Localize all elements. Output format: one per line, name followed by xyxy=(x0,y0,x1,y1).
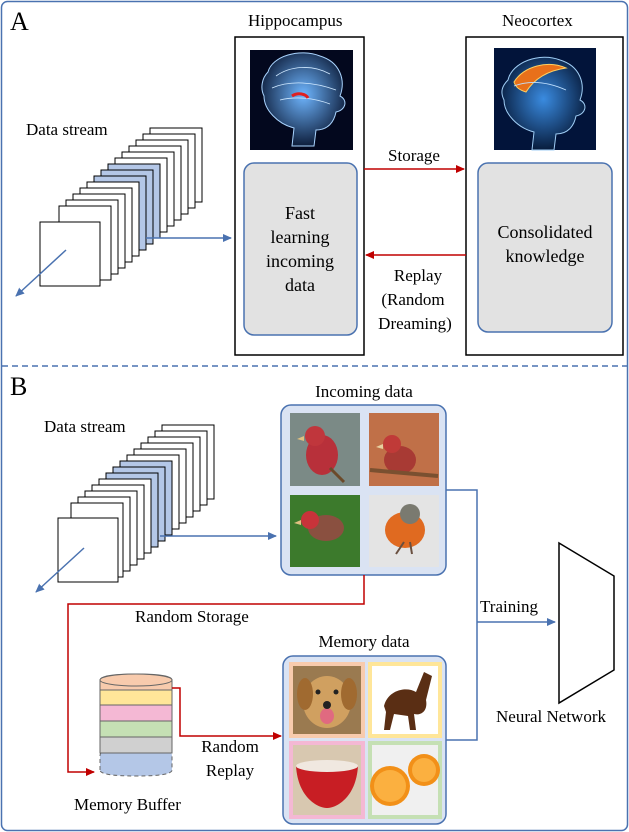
random-replay-line-1: Random xyxy=(201,737,259,756)
red-finch-photo-1 xyxy=(290,413,360,486)
stream-out-arrow-b xyxy=(35,547,85,593)
memory-buffer-label: Memory Buffer xyxy=(74,795,181,814)
memory-buffer-stack xyxy=(99,673,173,777)
neural-network-label: Neural Network xyxy=(496,707,606,726)
incoming-data-title: Incoming data xyxy=(315,382,413,401)
consolidated-box xyxy=(477,162,613,333)
fast-learning-line-1: Fast xyxy=(285,203,315,223)
data-stream-label-a: Data stream xyxy=(26,120,108,139)
random-storage-label: Random Storage xyxy=(135,607,249,626)
fast-learning-line-3: incoming xyxy=(266,251,334,271)
replay-line-2: (Random xyxy=(381,290,444,309)
hippocampus-title: Hippocampus xyxy=(248,11,342,30)
data-stream-stack-a xyxy=(39,127,203,287)
training-merge-line xyxy=(446,489,478,741)
fast-learning-line-4: data xyxy=(285,275,315,295)
robin-photo xyxy=(369,495,439,567)
replay-line-3: Dreaming) xyxy=(378,314,452,333)
hippocampus-brain-image xyxy=(250,50,353,150)
training-label: Training xyxy=(480,597,538,616)
random-replay-arrow xyxy=(172,687,282,740)
orange-photo xyxy=(368,741,442,819)
panel-a-label: A xyxy=(10,7,29,36)
horse-photo xyxy=(368,662,442,738)
storage-label: Storage xyxy=(388,146,440,165)
fast-learning-box xyxy=(243,162,358,336)
red-bowl-photo xyxy=(289,741,365,819)
consolidated-line-2: knowledge xyxy=(506,246,585,266)
stream-out-arrow-a xyxy=(15,249,67,297)
panel-b-label: B xyxy=(10,372,27,401)
data-stream-stack-b xyxy=(57,424,215,583)
red-finch-photo-3 xyxy=(290,495,360,567)
random-replay-line-2: Replay xyxy=(206,761,255,780)
red-finch-photo-2 xyxy=(369,413,439,486)
random-storage-arrow xyxy=(67,575,365,776)
consolidated-line-1: Consolidated xyxy=(498,222,593,242)
neural-network-shape xyxy=(558,541,615,705)
fast-learning-line-2: learning xyxy=(271,227,330,247)
neocortex-brain-image xyxy=(494,48,596,151)
data-stream-label-b: Data stream xyxy=(44,417,126,436)
dog-photo xyxy=(289,662,365,738)
memory-data-title: Memory data xyxy=(318,632,410,651)
replay-line-1: Replay xyxy=(394,266,443,285)
neocortex-title: Neocortex xyxy=(502,11,573,30)
